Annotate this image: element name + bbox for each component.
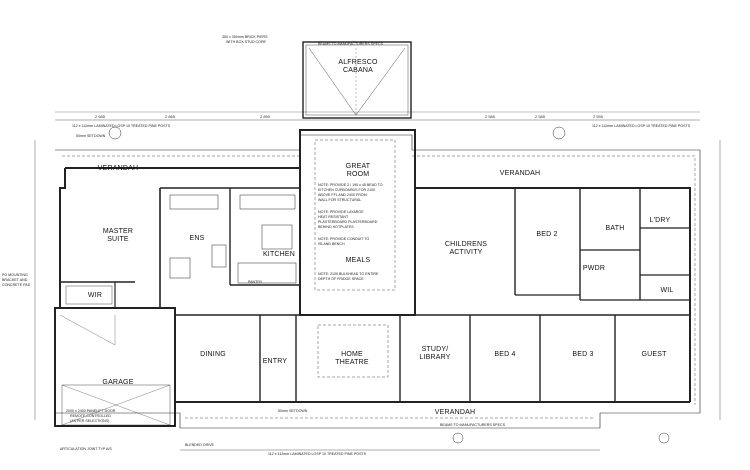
- master-label-1: MASTER: [103, 228, 133, 235]
- study-label-1: STUDY/: [422, 346, 449, 353]
- alfresco-cabana: ALFRESCO CABANA: [302, 41, 412, 119]
- gr-note-1: KITCHEN CUPBOARDS FOR 2100: [318, 188, 375, 192]
- gr-note-6: PLASTERBOARD PLASTERBOARD: [318, 220, 378, 224]
- gr-note-7: BEHIND HOTPLATES: [318, 225, 354, 229]
- childrens-label-1: CHILDRENS: [445, 241, 487, 248]
- gr-note-0: NOTE: PROVIDE 2 / 190 x 45 BEAD TO: [318, 183, 383, 187]
- wil-label: WIL: [660, 287, 673, 294]
- wir-label: WIR: [88, 292, 102, 299]
- side-left-note-1: PO MOUNTING: [2, 273, 28, 277]
- garage-label: GARAGE: [102, 379, 133, 386]
- beams-top-note: BEAMS TO MANUFACTURERS SPECS: [318, 42, 384, 46]
- gr-note-3: WALL FOR STRUCTURAL: [318, 198, 361, 202]
- dim-top-5: 2 595: [593, 114, 604, 119]
- setdown-note-2: 50mm SETDOWN: [278, 409, 308, 413]
- garage-door-note-1: 2000 x 2400 PANELIFT DOOR: [66, 409, 116, 413]
- childrens-label-2: ACTIVITY: [449, 249, 482, 256]
- meals-label: MEALS: [346, 257, 371, 264]
- piers-note-1: 350 x 350mm BRICK PIERS: [222, 35, 268, 39]
- alfresco-label-1: ALFRESCO: [338, 59, 378, 66]
- bath-label: BATH: [606, 225, 625, 232]
- setdown-note-1: 50mm SETDOWN: [76, 134, 106, 138]
- bottom-posts-note: 112 x 112mm LAMINATED LOSP 10 TREATED PI…: [268, 452, 367, 456]
- bed3-label: BED 3: [572, 351, 593, 358]
- guest-label: GUEST: [641, 351, 667, 358]
- dim-top-2: 2 890: [260, 114, 271, 119]
- beams-bottom-note: BEAMS TO MANUFACTURERS SPECS: [440, 423, 506, 427]
- pwdr-label: PWDR: [583, 265, 605, 272]
- theatre-label-2: THEATRE: [335, 359, 369, 366]
- pantry-label: PANTRY: [248, 280, 263, 284]
- theatre-label-1: HOME: [341, 351, 363, 358]
- driveway-note: BLENDED DRIVE: [185, 443, 215, 447]
- side-left-note-3: CONCRETE PAD: [2, 283, 31, 287]
- dining-label: DINING: [200, 351, 226, 358]
- great-room-label-1: GREAT: [346, 163, 371, 170]
- kitchen-label: KITCHEN: [263, 251, 295, 258]
- garage-door-note-2: REMOTE CONTROLLED: [70, 414, 111, 418]
- gr-note-9: ISLAND BENCH: [318, 242, 345, 246]
- verandah-bottom-label: VERANDAH: [435, 409, 476, 416]
- articulation-note: ARTICULATION JOINT TYP A/S: [60, 447, 112, 451]
- verandah-top-right-label: VERANDAH: [500, 170, 541, 177]
- piers-note-2: WITH BOX STUD CORE: [226, 40, 267, 44]
- entry-label: ENTRY: [263, 358, 288, 365]
- great-room-interior: GREAT ROOM NOTE: PROVIDE 2 / 190 x 45 BE…: [314, 139, 396, 291]
- dim-top-4: 2 585: [535, 114, 546, 119]
- gr-note-8: NOTE: PROVIDE CONDUIT TO: [318, 237, 370, 241]
- study-label-2: LIBRARY: [419, 354, 450, 361]
- garage-door-note-3: (AS PER SELECTIONS): [70, 419, 109, 423]
- gr-note-11: DEPTH OF FRIDGE SPACE: [318, 277, 364, 281]
- gr-note-5: HEAT RESISTANT: [318, 215, 349, 219]
- theatre-bulkhead: [317, 324, 389, 378]
- master-wing: MASTER SUITE ENS WIR: [65, 194, 227, 305]
- dim-top-3: 2 585: [485, 114, 496, 119]
- side-left-note-2: BRACKET AND: [2, 278, 28, 282]
- bed2-label: BED 2: [536, 231, 557, 238]
- top-left-posts-note: 112 x 112mm LAMINATED LOSP 10 TREATED PI…: [72, 124, 171, 128]
- ldry-label: L'DRY: [650, 217, 671, 224]
- alfresco-label-2: CABANA: [343, 67, 373, 74]
- kitchen: KITCHEN PANTRY: [237, 194, 297, 284]
- ens-label: ENS: [190, 235, 205, 242]
- gr-note-10: NOTE: 2100 BULKHEAD TO ENTIRE: [318, 272, 379, 276]
- top-right-posts-note: 112 x 112mm LAMINATED LOSP 10 TREATED PI…: [592, 124, 691, 128]
- great-room-label-2: ROOM: [347, 171, 370, 178]
- gr-note-4: NOTE: PROVIDE LAYARGE: [318, 210, 364, 214]
- dim-top-0: 2 685: [95, 114, 106, 119]
- verandah-outline: [55, 134, 701, 429]
- master-label-2: SUITE: [107, 236, 129, 243]
- garage: GARAGE 2000 x 2400 PANELIFT DOOR REMOTE …: [54, 307, 176, 427]
- bed4-label: BED 4: [494, 351, 515, 358]
- verandah-top-left-label: VERANDAH: [98, 165, 139, 172]
- dim-top-1: 2 865: [165, 114, 176, 119]
- top-dimensions: 2 685 2 865 2 890 2 585 2 585 2 595 112 …: [55, 111, 700, 140]
- gr-note-2: ABOVE FFL AND 2400 FROM: [318, 193, 367, 197]
